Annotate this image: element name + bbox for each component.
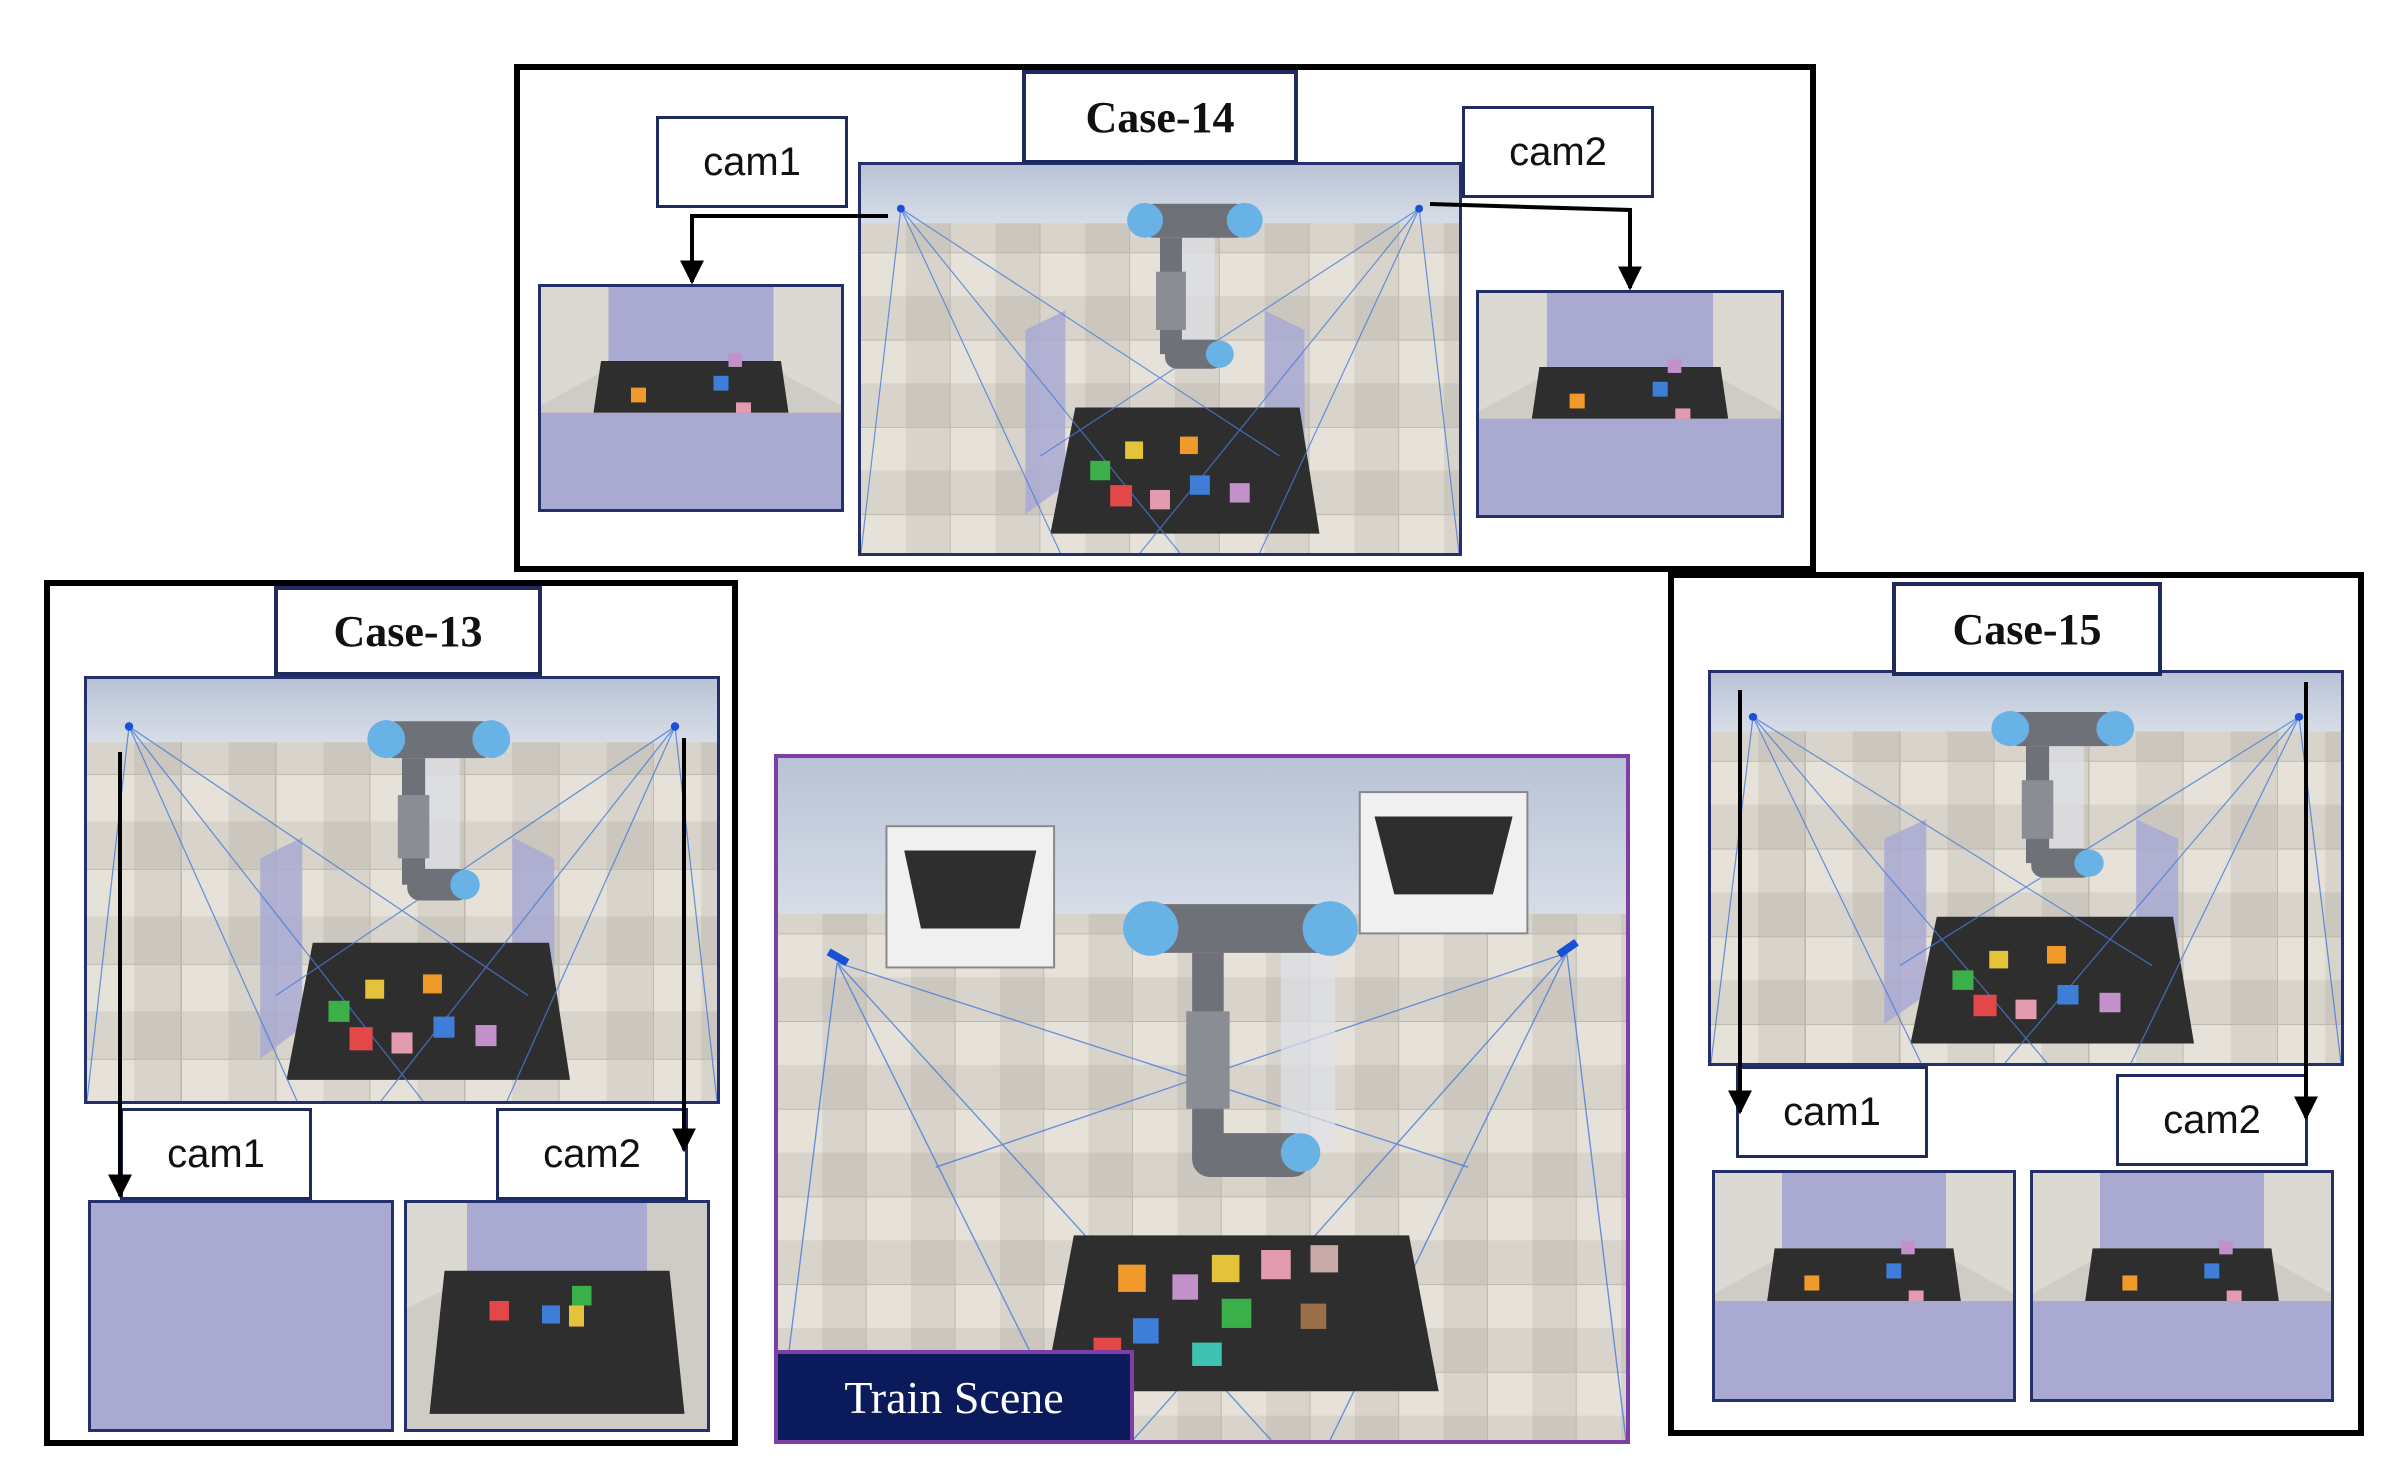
case-13-cam2-view <box>404 1200 710 1432</box>
case-14-cam2-label: cam2 <box>1462 106 1654 198</box>
case-13-cam1-view <box>88 1200 394 1432</box>
case-15-cam1-image <box>1715 1173 2013 1399</box>
case-14-cam1-image <box>541 287 841 509</box>
case-15-cam2-view <box>2030 1170 2334 1402</box>
case-15-cam1-view <box>1712 1170 2016 1402</box>
case-14-cam2-view <box>1476 290 1784 518</box>
case-13-cam2-label: cam2 <box>496 1108 688 1200</box>
case-15-title: Case-15 <box>1892 582 2162 676</box>
case-13-scene <box>84 676 720 1104</box>
case-13-title: Case-13 <box>274 586 542 676</box>
case-14-cam1-view <box>538 284 844 512</box>
case-14-cam1-label: cam1 <box>656 116 848 208</box>
case-13-cam1-label: cam1 <box>120 1108 312 1200</box>
case-13-scene-image <box>87 679 717 1101</box>
case-13-cam2-image <box>407 1203 707 1429</box>
case-15-cam2-image <box>2033 1173 2331 1399</box>
case-15-scene <box>1708 670 2344 1066</box>
case-14-scene <box>858 162 1462 556</box>
case-14-title: Case-14 <box>1022 70 1298 164</box>
case-15-scene-image <box>1711 673 2341 1063</box>
case-15-cam1-label: cam1 <box>1736 1066 1928 1158</box>
train-scene-panel <box>774 754 1630 1444</box>
train-scene-label: Train Scene <box>774 1350 1134 1444</box>
case-14-scene-image <box>861 165 1459 553</box>
case-15-cam2-label: cam2 <box>2116 1074 2308 1166</box>
train-scene-image <box>778 758 1626 1440</box>
case-14-cam2-image <box>1479 293 1781 515</box>
